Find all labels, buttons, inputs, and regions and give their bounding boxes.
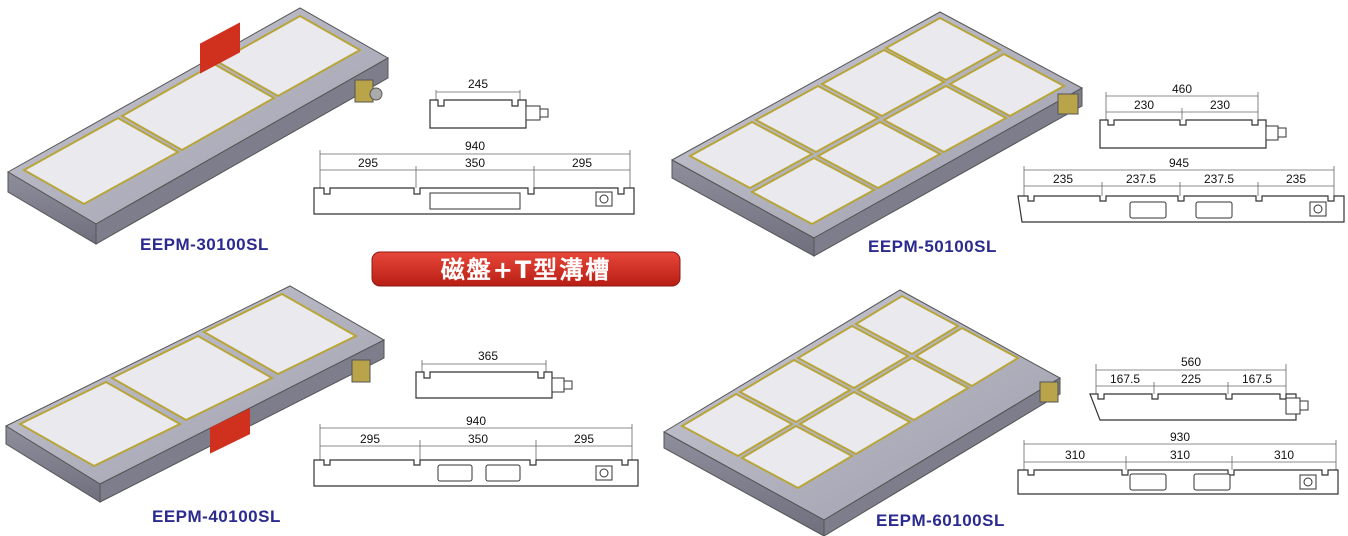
front-total: 940	[465, 139, 485, 153]
chuck-illustration	[4, 285, 386, 503]
front-total: 940	[466, 414, 486, 428]
front-dim-2: 237.5	[1204, 172, 1234, 186]
side-view-drawing: 245	[429, 77, 549, 129]
side-view-drawing: 365	[415, 349, 573, 399]
front-dim-1: 310	[1170, 448, 1190, 462]
front-dim-0: 310	[1065, 448, 1085, 462]
side-dim-0: 167.5	[1110, 372, 1140, 386]
front-dim-0: 295	[360, 432, 380, 446]
front-view-drawing: 940 295 350 295	[313, 414, 639, 487]
front-dim-2: 295	[574, 432, 594, 446]
side-dim-2: 167.5	[1242, 372, 1272, 386]
front-dim-0: 295	[358, 156, 378, 170]
side-view-drawing: 460 230 230	[1099, 82, 1287, 149]
front-dim-2: 295	[572, 156, 592, 170]
front-view-drawing: 945 235 237.5 237.5 235	[1017, 156, 1345, 223]
product-eepm-60100sl: EEPM-60100SL 560 167.5 225 167.5 930 310	[662, 289, 1339, 536]
title-banner: 磁盤+T型溝槽	[371, 251, 681, 287]
model-label: EEPM-60100SL	[876, 511, 1005, 530]
model-label: EEPM-30100SL	[140, 235, 269, 254]
front-dim-1: 237.5	[1126, 172, 1156, 186]
side-dim-1: 230	[1210, 98, 1230, 112]
banner-label: 磁盤+T型溝槽	[441, 256, 611, 284]
front-dim-3: 235	[1286, 172, 1306, 186]
front-view-drawing: 930 310 310 310	[1017, 430, 1339, 495]
product-eepm-30100sl: EEPM-30100SL 245 940 295 350 295	[6, 7, 635, 254]
front-dim-1: 350	[465, 156, 485, 170]
side-dim-1: 225	[1181, 372, 1201, 386]
front-total: 945	[1169, 156, 1189, 170]
front-total: 930	[1170, 430, 1190, 444]
side-view-drawing: 560 167.5 225 167.5	[1089, 355, 1309, 421]
model-label: EEPM-50100SL	[868, 237, 997, 256]
side-dim-0: 245	[468, 77, 488, 91]
side-total: 560	[1181, 355, 1201, 369]
product-eepm-40100sl: EEPM-40100SL 365 940 295 350 295	[4, 285, 639, 526]
model-label: EEPM-40100SL	[152, 507, 281, 526]
side-total: 460	[1172, 82, 1192, 96]
chuck-illustration	[6, 7, 390, 245]
side-dim-0: 230	[1134, 98, 1154, 112]
product-eepm-50100sl: EEPM-50100SL 460 230 230 945 235 237.5	[670, 11, 1345, 257]
front-dim-1: 350	[468, 432, 488, 446]
chuck-illustration	[670, 11, 1084, 257]
chuck-illustration	[662, 289, 1062, 536]
side-dim-0: 365	[478, 349, 498, 363]
front-dim-0: 235	[1053, 172, 1073, 186]
front-view-drawing: 940 295 350 295	[313, 139, 635, 215]
front-dim-2: 310	[1274, 448, 1294, 462]
